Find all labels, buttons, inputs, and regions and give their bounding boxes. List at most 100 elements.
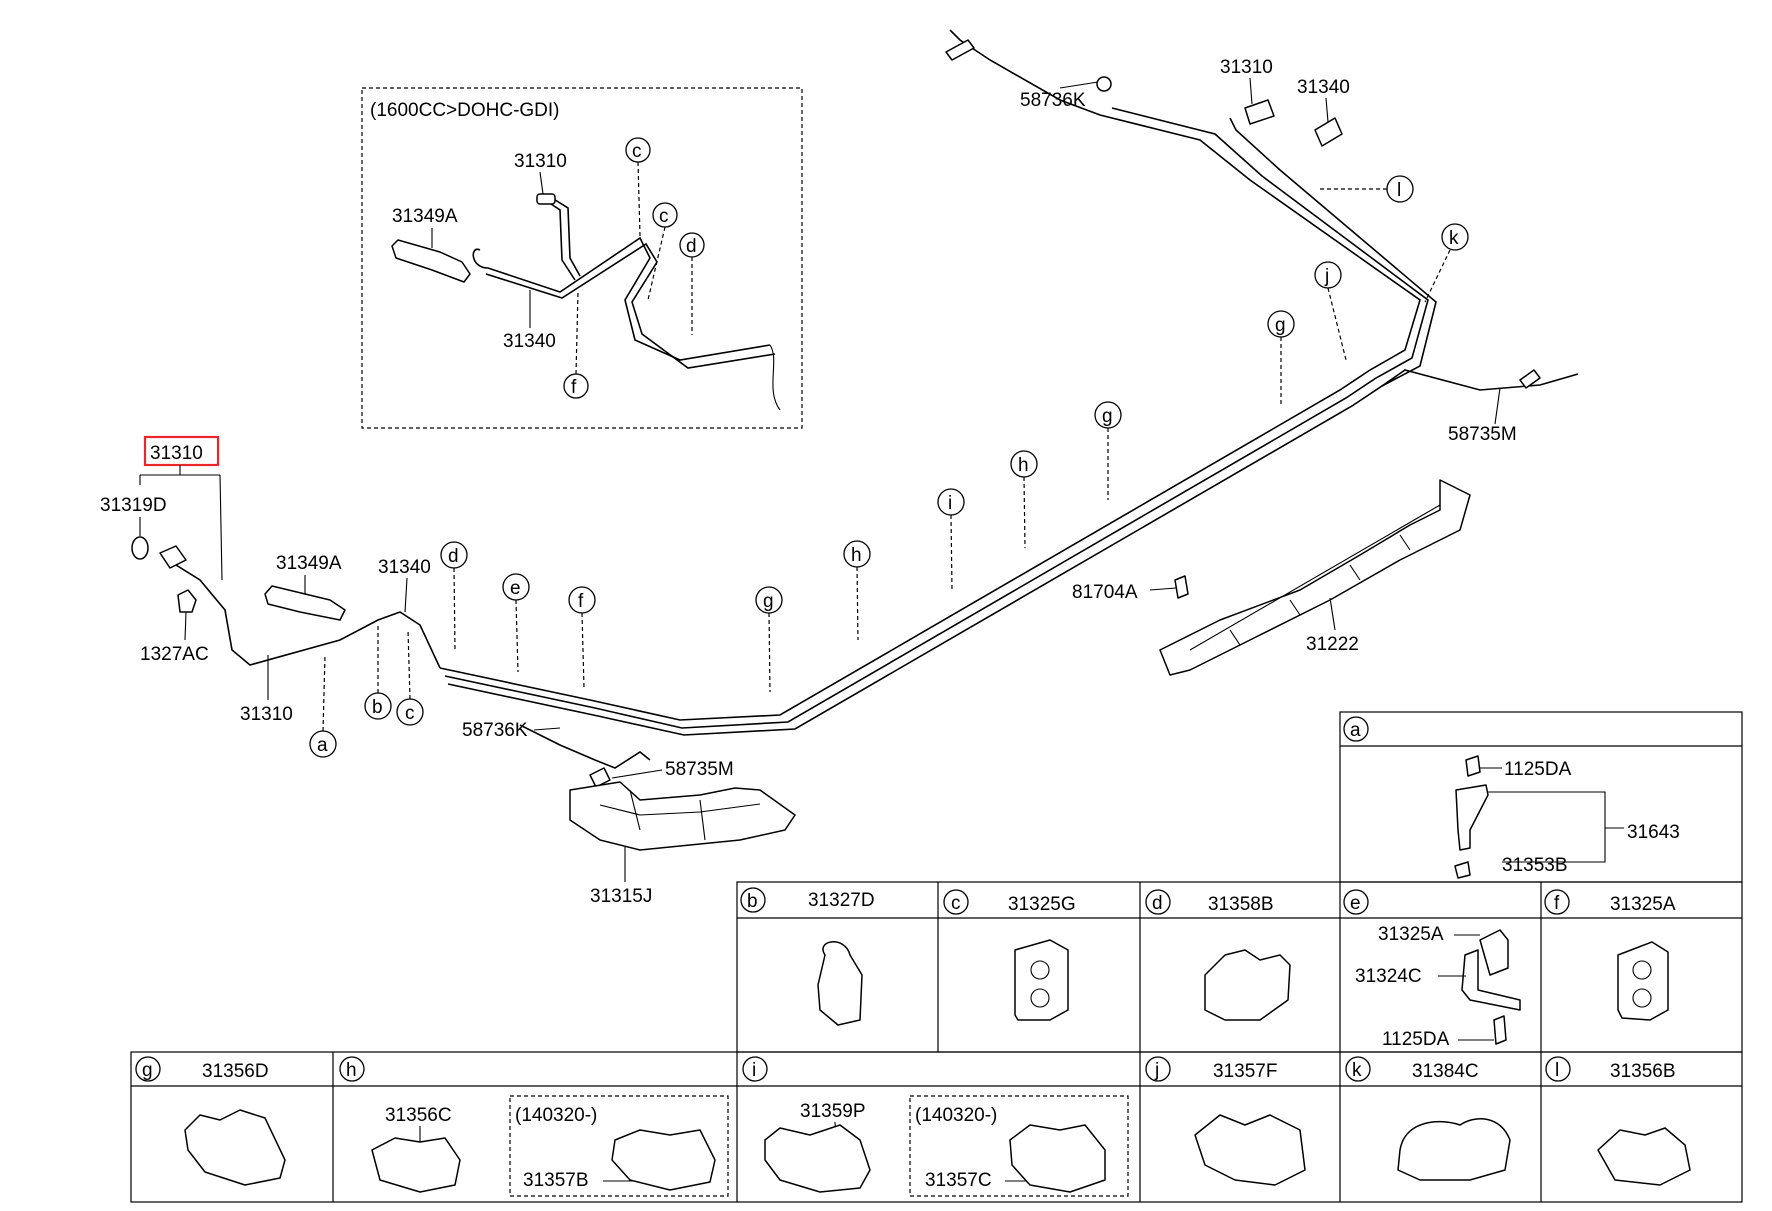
clip-e-bracket-icon xyxy=(1461,949,1521,1011)
label-81704a: 81704A xyxy=(1072,582,1138,603)
clip-i-variant-frame xyxy=(909,1095,1129,1197)
clip-e-label-1125da: 1125DA xyxy=(1382,1029,1450,1050)
highlight-box-31310 xyxy=(143,435,220,467)
vapor-line xyxy=(447,117,1437,736)
svg-text:g: g xyxy=(763,591,774,612)
label-58736k-top: 58736K xyxy=(1020,90,1086,111)
label-58736k-lower: 58736K xyxy=(462,720,528,741)
clip-l-part: 31356B xyxy=(1610,1061,1676,1082)
clip-l-letter: l xyxy=(1555,1060,1559,1081)
inset-label-31310: 31310 xyxy=(514,151,567,172)
svg-text:d: d xyxy=(448,546,459,567)
inset-fuel-line-2 xyxy=(485,242,776,369)
clip-c-icon xyxy=(1014,939,1069,1021)
clip-d-icon xyxy=(1204,949,1291,1021)
svg-text:a: a xyxy=(317,735,328,756)
clip-f-part: 31325A xyxy=(1610,894,1676,915)
clip-h-label-31356c: 31356C xyxy=(385,1105,452,1126)
label-1327ac: 1327AC xyxy=(140,644,209,665)
connector-31340-top xyxy=(1314,117,1343,147)
label-31319d: 31319D xyxy=(100,495,167,516)
oring-31319d xyxy=(131,536,149,560)
callout-d: d xyxy=(440,541,468,651)
callout-i: i xyxy=(937,488,965,591)
label-31340-top: 31340 xyxy=(1297,77,1350,98)
inset-connector xyxy=(536,193,556,205)
clip-h-icon-b xyxy=(611,1129,716,1191)
svg-text:l: l xyxy=(1397,180,1401,201)
clip-g-letter: g xyxy=(142,1060,153,1081)
shield-31222 xyxy=(1159,479,1471,676)
clip-e-clip-icon xyxy=(1479,929,1509,976)
callout-f: f xyxy=(568,586,596,689)
hose-31349a xyxy=(264,585,346,621)
clip-b-letter: b xyxy=(747,891,758,912)
detail-a-bolt xyxy=(1465,755,1481,777)
clip-i-label-31357c: 31357C xyxy=(925,1170,992,1191)
label-31310-lower: 31310 xyxy=(240,704,293,725)
inset-vapor-line-2 xyxy=(551,197,581,277)
clip-c-part: 31325G xyxy=(1008,894,1076,915)
detail-a-label-1125da: 1125DA xyxy=(1504,759,1572,780)
clip-e-label-31324c: 31324C xyxy=(1355,966,1422,987)
svg-text:i: i xyxy=(948,493,952,514)
clip-e-letter: e xyxy=(1350,893,1361,914)
svg-text:h: h xyxy=(851,545,862,566)
callout-c: c xyxy=(396,629,424,726)
callout-g2: g xyxy=(1094,401,1122,500)
clip-e-bolt-icon xyxy=(1493,1015,1507,1045)
clip-g-icon xyxy=(184,1109,286,1186)
clip-k-part: 31384C xyxy=(1412,1061,1479,1082)
label-58735m-lower: 58735M xyxy=(665,759,734,780)
svg-text:j: j xyxy=(1324,266,1329,287)
fuel-line-return xyxy=(444,107,1429,729)
callout-a: a xyxy=(309,654,337,758)
label-58735m-right: 58735M xyxy=(1448,424,1517,445)
clip-i-letter: i xyxy=(752,1060,756,1081)
connector-58736k-top xyxy=(945,39,975,61)
clip-i-icon-a xyxy=(764,1124,871,1193)
clip-e-label-31325a: 31325A xyxy=(1378,924,1444,945)
clip-h-variant-date: (140320-) xyxy=(515,1105,597,1126)
svg-text:e: e xyxy=(510,578,521,599)
clip-table-row1: b 31327D c 31325G d 31358B e 31325A 3132… xyxy=(736,881,1743,1053)
line-58736k xyxy=(519,724,651,769)
inset-label-31349a: 31349A xyxy=(392,206,458,227)
svg-text:g: g xyxy=(1275,315,1286,336)
inset-title: (1600CC>DOHC-GDI) xyxy=(370,100,560,121)
inset-vapor-line xyxy=(544,199,576,281)
clip-58736k-top xyxy=(1096,76,1112,92)
clip-b-part: 31327D xyxy=(808,890,875,911)
detail-a-label-31353b: 31353B xyxy=(1502,855,1568,876)
connector-31310-top xyxy=(1244,99,1275,125)
clip-k-letter: k xyxy=(1352,1060,1362,1081)
callout-k: k xyxy=(1424,223,1469,303)
callout-j: j xyxy=(1314,261,1347,361)
inset-variant: (1600CC>DOHC-GDI) 31310 31349A 31340 c c… xyxy=(361,87,803,429)
detail-a-panel: a 1125DA 31643 31353B xyxy=(1339,711,1743,883)
callout-g3: g xyxy=(1267,310,1295,405)
svg-text:f: f xyxy=(578,591,584,612)
clip-j-icon xyxy=(1194,1114,1306,1186)
clip-d-part: 31358B xyxy=(1208,894,1274,915)
label-31310-highlight: 31310 xyxy=(150,443,203,464)
inset-frame xyxy=(361,87,803,429)
inset-callout-f-text: f xyxy=(571,377,577,398)
clip-i-icon-b xyxy=(1009,1124,1106,1193)
label-31340: 31340 xyxy=(378,557,431,578)
inset-callout-c1-text: c xyxy=(632,141,642,162)
clip-h-icon-a xyxy=(371,1137,461,1193)
label-31222: 31222 xyxy=(1306,634,1359,655)
clip-f-icon xyxy=(1617,941,1669,1021)
inset-label-31340: 31340 xyxy=(503,331,556,352)
clip-c-letter: c xyxy=(951,893,961,914)
detail-a-clip xyxy=(1454,861,1471,879)
callout-h2: h xyxy=(1010,450,1038,549)
clip-d-letter: d xyxy=(1152,893,1163,914)
clip-b-icon xyxy=(817,941,863,1026)
clip-f-letter: f xyxy=(1554,893,1560,914)
svg-text:b: b xyxy=(372,697,383,718)
clip-i-label-31359p: 31359P xyxy=(800,1101,866,1122)
detail-a-label-31643: 31643 xyxy=(1627,822,1680,843)
